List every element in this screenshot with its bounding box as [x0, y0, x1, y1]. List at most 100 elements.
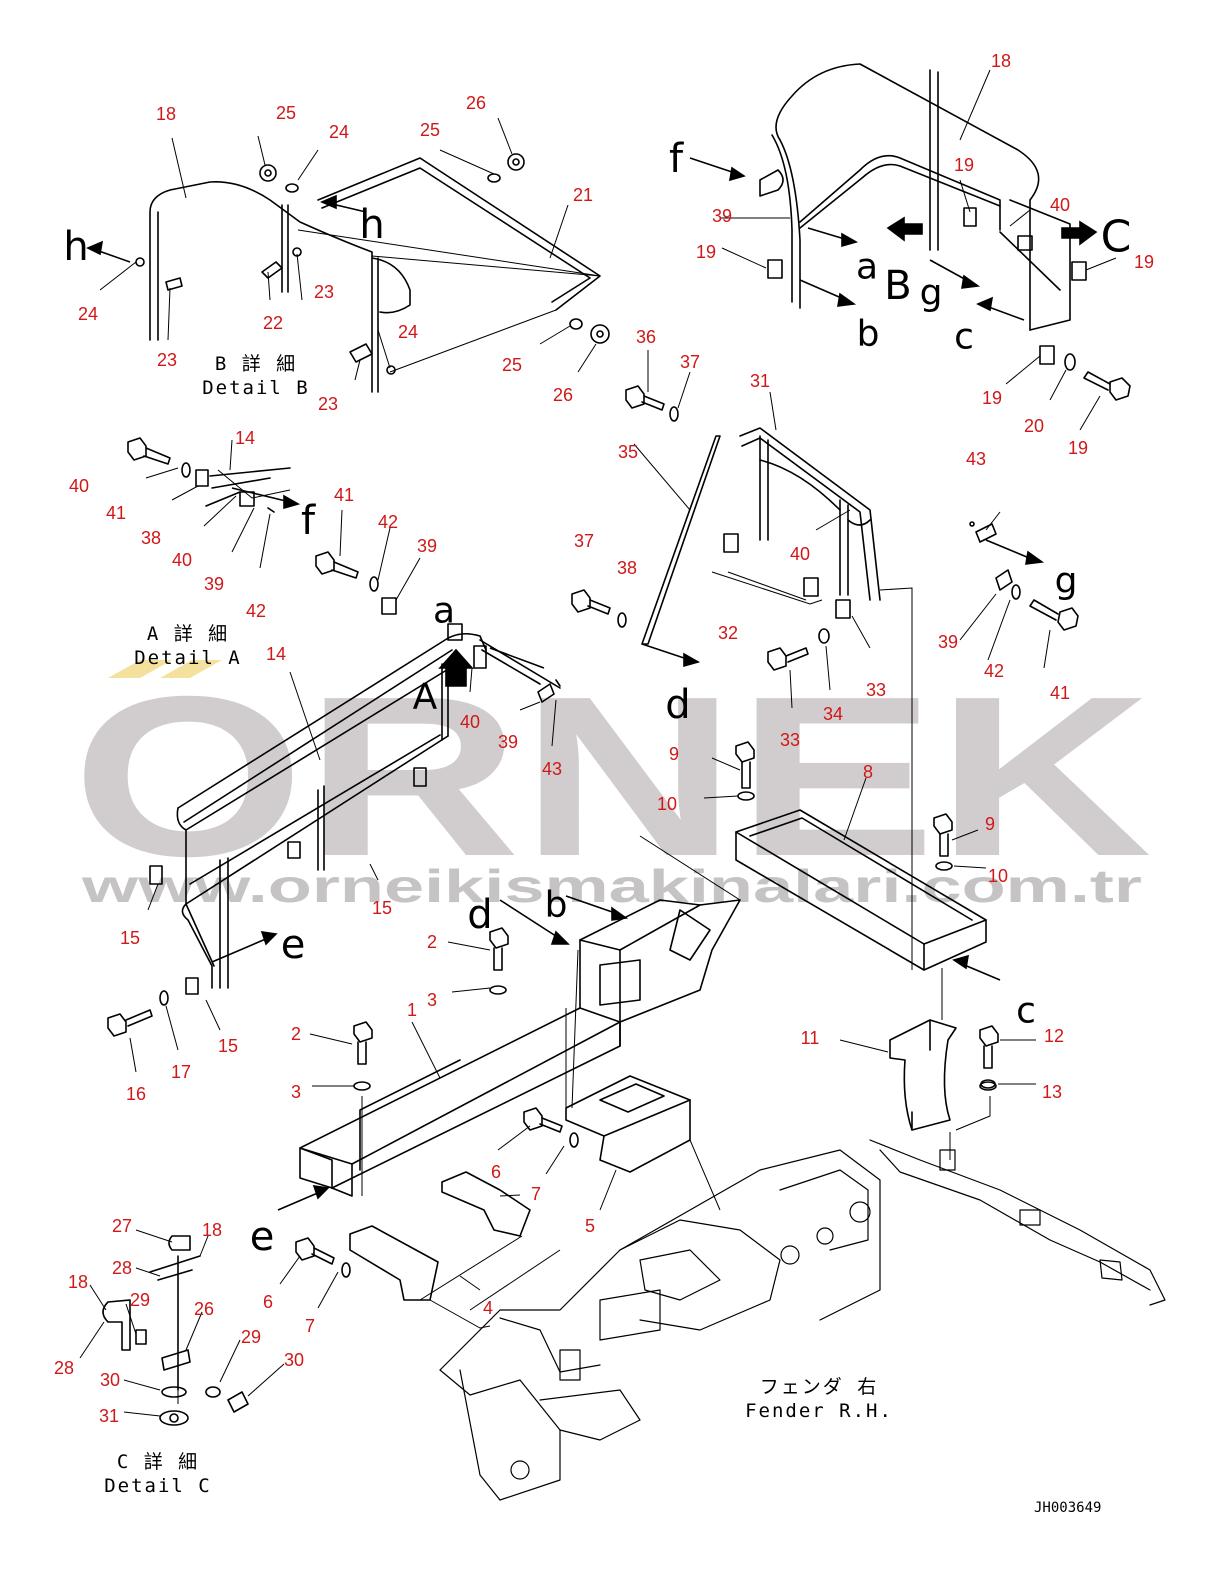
detail-b-caption: B 詳 細 Detail B: [196, 352, 316, 400]
detail-a-caption-jp: A 詳 細: [146, 623, 230, 645]
part-number-31: 31: [750, 371, 770, 391]
part-number-38: 38: [617, 558, 637, 578]
part-number-21: 21: [573, 185, 593, 205]
part-number-36: 36: [636, 327, 656, 347]
plate-8: [735, 809, 987, 971]
view-letter-g: g: [1055, 561, 1078, 602]
part-number-15: 15: [372, 898, 392, 918]
part-number-18: 18: [156, 104, 176, 124]
part-number-9: 9: [985, 814, 995, 834]
part-number-16: 16: [126, 1084, 146, 1104]
part-number-29: 29: [241, 1327, 261, 1347]
detail-c-parts: [102, 1235, 249, 1426]
part-number-24: 24: [398, 322, 418, 342]
part-number-2: 2: [427, 932, 437, 952]
detail-c-caption-en: Detail C: [104, 1475, 212, 1497]
part-number-23: 23: [318, 394, 338, 414]
part-number-28: 28: [54, 1358, 74, 1378]
detail-b-handrail: [135, 157, 601, 393]
view-letter-A: A: [413, 677, 438, 718]
line-art: [102, 63, 1166, 1501]
part-number-31: 31: [99, 1406, 119, 1426]
part-number-9: 9: [669, 744, 679, 764]
view-letter-g: g: [920, 273, 943, 314]
fender-caption-en: Fender R.H.: [745, 1400, 893, 1422]
part-number-12: 12: [1044, 1026, 1064, 1046]
part-number-19: 19: [954, 155, 974, 175]
part-number-23: 23: [314, 282, 334, 302]
part-number-27: 27: [112, 1216, 132, 1236]
part-number-6: 6: [491, 1162, 501, 1182]
part-number-24: 24: [78, 304, 98, 324]
part-number-38: 38: [141, 528, 161, 548]
part-number-28: 28: [112, 1258, 132, 1278]
part-number-24: 24: [329, 122, 349, 142]
part-number-18: 18: [991, 51, 1011, 71]
part-number-41: 41: [334, 485, 354, 505]
detail-a-caption: A 詳 細 Detail A: [128, 622, 248, 670]
view-letter-e: e: [281, 922, 306, 968]
watermark-url: www.orneikismakinalari.com.tr: [80, 860, 1142, 912]
part-number-39: 39: [712, 206, 732, 226]
part-number-17: 17: [171, 1062, 191, 1082]
plate-4: [349, 1171, 531, 1301]
handrail-32: [723, 427, 881, 619]
part-number-40: 40: [790, 544, 810, 564]
view-letter-a: a: [433, 591, 455, 632]
part-number-34: 34: [823, 704, 843, 724]
view-letter-a: a: [856, 247, 878, 288]
part-number-4: 4: [483, 1298, 493, 1318]
part-number-13: 13: [1042, 1082, 1062, 1102]
detail-b-caption-en: Detail B: [202, 377, 310, 399]
view-letter-f: f: [669, 136, 684, 182]
part-number-3: 3: [427, 990, 437, 1010]
part-number-15: 15: [218, 1036, 238, 1056]
part-number-2: 2: [291, 1024, 301, 1044]
part-number-1: 1: [407, 1000, 417, 1020]
part-number-39: 39: [204, 574, 224, 594]
part-number-22: 22: [263, 313, 283, 333]
view-letter-b: b: [857, 314, 880, 355]
view-letter-b: b: [545, 885, 568, 926]
part-number-42: 42: [246, 601, 266, 621]
part-number-19: 19: [1068, 438, 1088, 458]
part-number-25: 25: [420, 120, 440, 140]
part-number-5: 5: [585, 1216, 595, 1236]
fender-caption-jp: フェンダ 右: [759, 1376, 879, 1398]
part-number-15: 15: [120, 928, 140, 948]
frame-1: [299, 899, 741, 1197]
view-letter-e: e: [250, 1214, 275, 1260]
detail-b-caption-jp: B 詳 細: [214, 353, 298, 375]
part-number-26: 26: [194, 1299, 214, 1319]
view-letter-c: c: [1016, 991, 1036, 1032]
part-number-41: 41: [106, 503, 126, 523]
chassis: [439, 1149, 881, 1501]
handrail-14: [149, 623, 561, 995]
view-letter-h: h: [63, 224, 88, 270]
part-number-37: 37: [574, 531, 594, 551]
bracket-11: [889, 1019, 957, 1131]
view-letter-h: h: [359, 202, 384, 248]
part-number-8: 8: [863, 762, 873, 782]
part-number-41: 41: [1050, 683, 1070, 703]
part-number-7: 7: [305, 1316, 315, 1336]
detail-c-caption-jp: C 詳 細: [116, 1451, 200, 1473]
detail-a-caption-en: Detail A: [134, 647, 242, 669]
part-number-14: 14: [235, 428, 255, 448]
part-number-10: 10: [657, 794, 677, 814]
bar-36: [641, 435, 721, 645]
part-number-39: 39: [417, 536, 437, 556]
part-number-19: 19: [982, 388, 1002, 408]
part-number-39: 39: [938, 632, 958, 652]
part-number-26: 26: [553, 385, 573, 405]
part-number-40: 40: [1050, 195, 1070, 215]
plate-5: [565, 1075, 691, 1173]
part-number-6: 6: [263, 1292, 273, 1312]
part-number-43: 43: [966, 449, 986, 469]
view-letter-d: d: [467, 892, 492, 938]
detail-c-caption: C 詳 細 Detail C: [96, 1450, 220, 1498]
part-number-26: 26: [466, 93, 486, 113]
fender-caption: フェンダ 右 Fender R.H.: [744, 1375, 894, 1423]
